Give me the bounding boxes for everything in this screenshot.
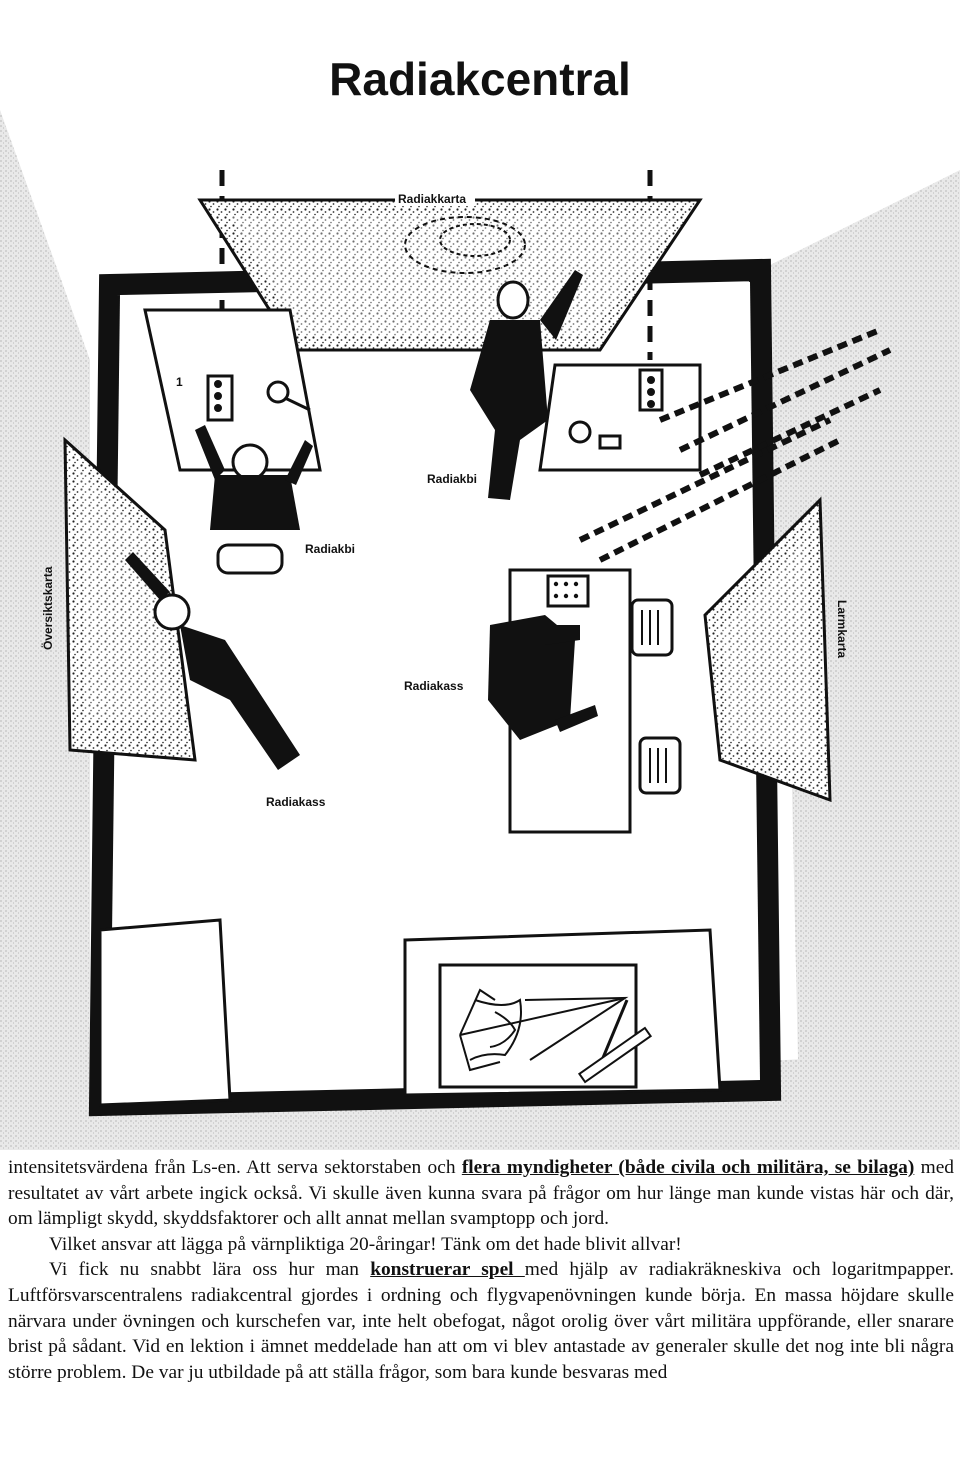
label-radiakkarta: Radiakkarta	[398, 192, 466, 206]
p3-part-a: Vi fick nu snabbt lära oss hur man	[49, 1259, 371, 1281]
paragraph-1: intensitetsvärdena från Ls-en. Att serva…	[8, 1155, 954, 1232]
board-number: 1	[176, 375, 183, 389]
figure-radiakass-seated	[488, 615, 598, 740]
telephone-lower	[638, 736, 682, 795]
wall-block-lower-left	[98, 918, 232, 1107]
ruler	[577, 1026, 653, 1084]
telephone-upper	[630, 598, 674, 657]
label-radiakbi-top: Radiakbi	[427, 472, 477, 486]
p3-part-c: med hjälp av radiakräkneskiva och logari…	[8, 1259, 955, 1383]
desk-upper-right	[538, 363, 702, 472]
radiakkarta-map: Radiakkarta	[197, 190, 703, 352]
shading-left	[0, 110, 90, 1150]
body-text: intensitetsvärdena från Ls-en. Att serva…	[8, 1155, 954, 1385]
figure-title: Radiakcentral	[329, 53, 631, 105]
label-larmkarta: Larmkarta	[835, 600, 849, 658]
paragraph-2: Vilket ansvar att lägga på värnpliktiga …	[49, 1233, 682, 1255]
p3-highlight: konstruerar spel	[370, 1259, 525, 1281]
web-drawing	[459, 988, 629, 1072]
figure-top-standing	[470, 270, 583, 500]
label-radiakass-left: Radiakass	[266, 795, 326, 809]
p1-part-a: intensitetsvärdena från Ls-en. Att serva…	[8, 1157, 462, 1178]
drawing-table	[403, 928, 722, 1097]
diagonal-dashes	[578, 327, 892, 563]
figure-left-standing	[125, 552, 300, 770]
p1-part-c: med resultatet av vårt arbete ingick ock…	[8, 1157, 954, 1230]
oversiktskarta-map: Översiktskarta	[40, 436, 197, 762]
label-radiakass-right: Radiakass	[404, 679, 464, 693]
paragraph-3: Vi fick nu snabbt lära oss hur man konst…	[8, 1257, 954, 1385]
label-radiakbi-left: Radiakbi	[305, 542, 355, 556]
desk-upper-left: 1	[143, 308, 322, 472]
p1-highlight: flera myndigheter (både civila och milit…	[461, 1157, 915, 1178]
radiakcentral-illustration: Radiakkarta 1 Översiktskarta Larmkarta	[0, 110, 960, 1150]
label-oversiktskarta: Översiktskarta	[40, 566, 55, 650]
larmkarta-map: Larmkarta	[703, 496, 849, 803]
figure-radiakbi-seated	[195, 425, 313, 575]
